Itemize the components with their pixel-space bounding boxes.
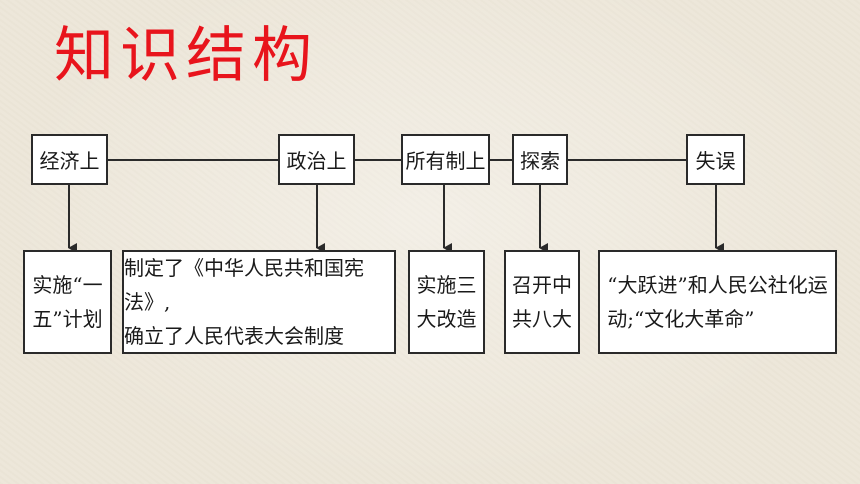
slide-title: 知识结构: [54, 21, 318, 91]
connector-line: [568, 159, 686, 161]
content-box-ownership: 实施三 大改造: [408, 250, 485, 354]
category-box-exploration: 探索: [512, 134, 568, 185]
content-box-economy: 实施“一 五”计划: [23, 250, 112, 354]
category-label: 失误: [695, 149, 736, 173]
category-box-mistakes: 失误: [686, 134, 745, 185]
content-box-exploration: 召开中 共八大: [504, 250, 580, 354]
content-text: 实施“一 五”计划: [32, 273, 103, 331]
category-label: 经济上: [39, 149, 100, 173]
category-label: 政治上: [286, 149, 347, 173]
category-label: 所有制上: [405, 149, 486, 173]
content-text: 召开中 共八大: [512, 273, 572, 331]
category-label: 探索: [520, 149, 560, 173]
content-text: 制定了《中华人民共和国宪法》, 确立了人民代表大会制度: [124, 256, 364, 348]
connector-line: [490, 159, 512, 161]
content-text: “大跃进”和人民公社化运 动;“文化大革命”: [607, 273, 828, 331]
connector-line: [108, 159, 278, 161]
category-box-economy: 经济上: [31, 134, 108, 185]
content-box-politics: 制定了《中华人民共和国宪法》, 确立了人民代表大会制度: [122, 250, 396, 354]
content-text: 实施三 大改造: [416, 273, 477, 331]
content-box-mistakes: “大跃进”和人民公社化运 动;“文化大革命”: [598, 250, 837, 354]
category-box-politics: 政治上: [278, 134, 355, 185]
connector-line: [355, 159, 401, 161]
category-box-ownership: 所有制上: [401, 134, 490, 185]
